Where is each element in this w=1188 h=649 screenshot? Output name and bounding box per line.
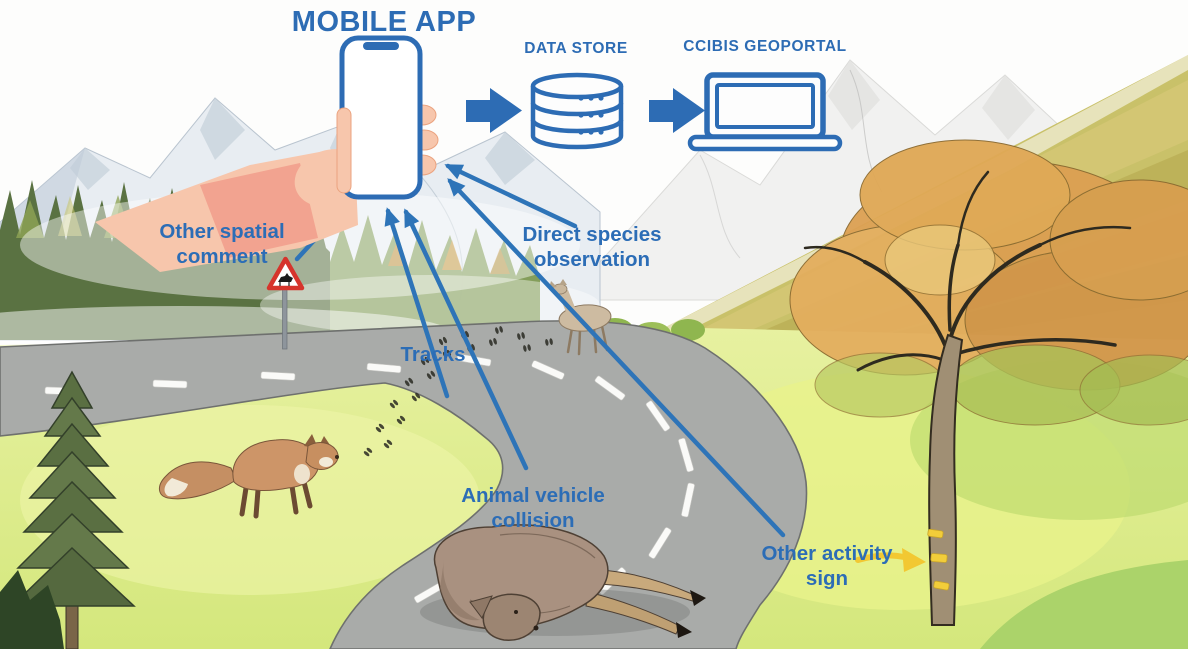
arrow-other-activity-sign <box>447 178 786 538</box>
flow-arrow-icon-2 <box>649 88 705 133</box>
dead-animal <box>420 524 706 641</box>
arrow-tracks <box>384 207 450 399</box>
yellow-tree-markings <box>927 528 950 591</box>
pine-trees <box>0 370 136 649</box>
yellow-arrow-icon <box>855 548 926 572</box>
arrow-animal-vehicle-collision <box>403 208 529 471</box>
road-center-dashes <box>44 353 695 604</box>
autumn-tree <box>789 139 1188 626</box>
smartphone-in-hand-icon <box>95 35 439 272</box>
warning-sign-icon <box>266 256 305 350</box>
phone-notch <box>363 42 399 50</box>
flow-arrow-icon-1 <box>466 88 522 133</box>
database-icon <box>530 72 624 150</box>
thumb <box>336 107 352 194</box>
phone-body <box>339 35 423 200</box>
laptop-icon <box>687 72 843 152</box>
arrow-direct-species-observation <box>444 163 578 229</box>
fox <box>159 434 339 519</box>
